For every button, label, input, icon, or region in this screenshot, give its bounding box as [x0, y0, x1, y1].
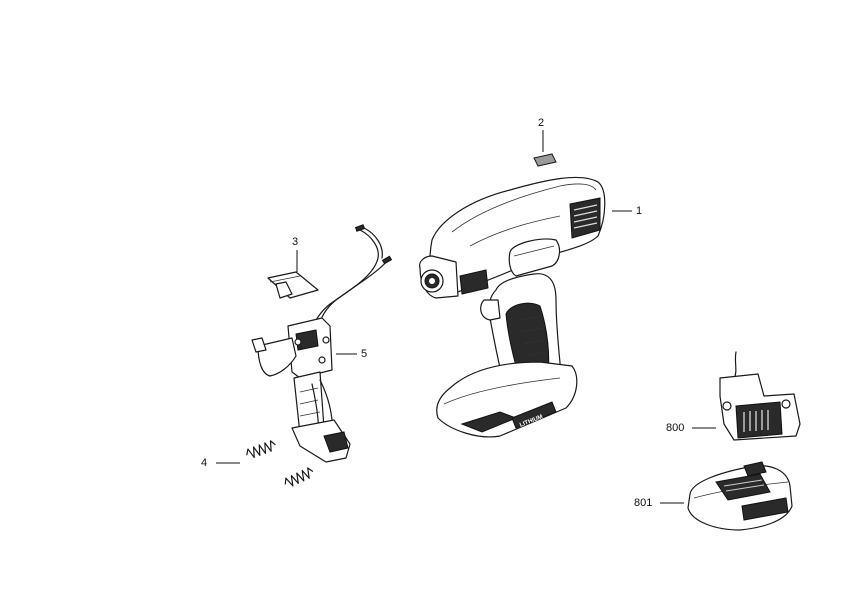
callout-1: 1	[636, 205, 643, 217]
callout-800: 800	[666, 422, 685, 434]
callout-4: 4	[201, 457, 208, 469]
callout-801: 801	[634, 497, 653, 509]
switch-assembly	[251, 224, 393, 463]
label-plate	[533, 153, 557, 167]
callout-5: 5	[361, 348, 368, 360]
callout-3: 3	[292, 236, 299, 248]
springs	[246, 440, 314, 487]
callout-2: 2	[538, 117, 545, 129]
battery-pack	[687, 461, 793, 531]
impact-driver-body: LITHIUM	[419, 176, 606, 438]
leader-lines	[216, 130, 716, 504]
switch-cover	[267, 271, 319, 299]
charger	[719, 351, 801, 441]
